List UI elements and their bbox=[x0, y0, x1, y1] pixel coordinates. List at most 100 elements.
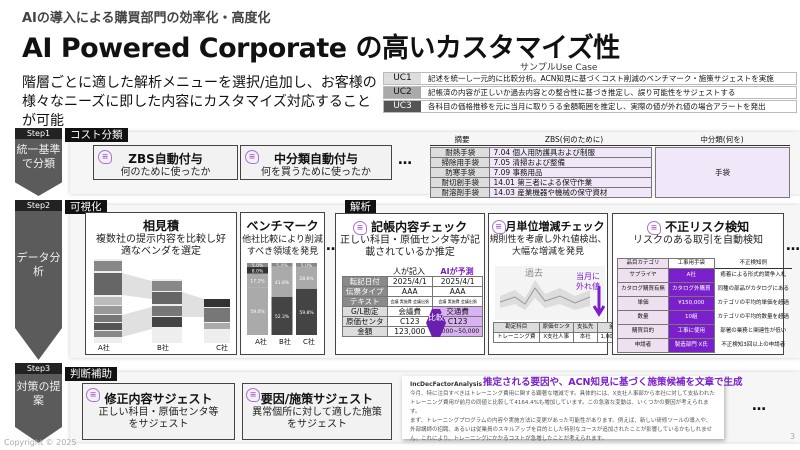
cell: 転記日付 bbox=[342, 276, 388, 287]
cell: カタログ外購買 bbox=[668, 282, 715, 297]
card-desc: 複数社の提示内容を比較し好適なベンダを選定 bbox=[96, 234, 226, 257]
cell: A社 bbox=[668, 268, 715, 283]
cell: サプライヤ bbox=[616, 268, 670, 283]
cell: 123,000 bbox=[386, 326, 434, 337]
generated-text-card: IncDecFactorAnalysis 今月、特に注目すべきはトレーニング費用… bbox=[402, 376, 724, 442]
page-subtitle: AIの導入による購買部門の効率化・高度化 bbox=[22, 11, 271, 26]
step-label: Step3 bbox=[15, 363, 62, 374]
bench-bar-segment bbox=[296, 263, 317, 267]
bench-data-label: 59.8% bbox=[299, 310, 314, 316]
card-title: 相見積 bbox=[142, 219, 179, 233]
card-desc: リスクのある取引を自動検知 bbox=[633, 235, 763, 246]
cell: 10組 bbox=[668, 310, 715, 325]
cell: 伝票タイプ bbox=[342, 286, 388, 297]
card-desc: 正しい科目・原価センタ等をサジェスト bbox=[98, 407, 219, 430]
seg bbox=[94, 261, 122, 271]
page-title: AI Powered Corporate の高いカスタマイズ性 bbox=[22, 33, 620, 64]
cell: 2025/4/1 bbox=[432, 276, 484, 287]
zbs-card[interactable]: ≡ZBS自動付与何のために使ったか bbox=[93, 145, 238, 180]
cost-class-tag: コスト分類 bbox=[65, 128, 128, 142]
card-desc: 他社比較により削減すべき領域を発見 bbox=[242, 235, 323, 257]
x-label: C社 bbox=[303, 338, 315, 346]
cell: 支払先 bbox=[573, 322, 598, 333]
cell: 本社 bbox=[573, 332, 598, 343]
benchmark-card[interactable]: ベンチマーク 他社比較により削減すべき領域を発見 5.0%8.0%17.2%59… bbox=[240, 212, 325, 355]
cell: AAA bbox=[386, 286, 434, 297]
fix-suggest-card[interactable]: ≡修正内容サジェスト正しい科目・原価センタ等をサジェスト bbox=[82, 383, 235, 440]
x-label: C社 bbox=[216, 344, 228, 352]
gen-heading: 推定される要因や、ACN知見に基づく施策候補を文章で生成 bbox=[483, 377, 743, 388]
card-title: ベンチマーク bbox=[246, 219, 319, 233]
step-label: Step1 bbox=[15, 128, 62, 139]
ai-head-icon: ≡ bbox=[352, 220, 367, 235]
uc-text: 記述を統一し一元的に比較分析。ACN知見に基づくコスト削減のベンチマーク・施策サ… bbox=[428, 74, 774, 83]
midclass-card[interactable]: ≡中分類自動付与何を買うために使ったか bbox=[240, 145, 392, 180]
uc-id: UC1 bbox=[384, 73, 422, 84]
cell: トレーニング費 bbox=[493, 332, 540, 343]
bench-bar-segment bbox=[247, 287, 268, 335]
fraud-card[interactable]: ≡ 不正リスク検知 リスクのある取引を自動検知 品目カテゴリ工事用手袋不正検知例… bbox=[612, 213, 793, 355]
more-dots: … bbox=[398, 152, 412, 168]
cell: 同種の部品がカタログにある bbox=[717, 286, 790, 292]
card-title: 中分類自動付与 bbox=[273, 152, 358, 166]
cause-suggest-card[interactable]: ≡要因/施策サジェスト異常個所に対して適した施策をサジェスト bbox=[242, 383, 392, 440]
uc-id: UC2 bbox=[384, 87, 422, 98]
cell: 会議費 bbox=[386, 306, 434, 317]
cell: 不正検知例 bbox=[714, 258, 793, 269]
bench-data-label: 5.0% bbox=[252, 263, 264, 269]
col-header: AIが予測 bbox=[440, 267, 474, 276]
lead-text: 階層ごとに適した解析メニューを選択/追加し、お客様の様々なニーズに即した内容にカ… bbox=[22, 75, 377, 129]
cell: 申請者 bbox=[616, 338, 670, 353]
cell: 部署の業務と関連性が低い bbox=[720, 328, 787, 334]
monthly-check-card[interactable]: ≡月単位増減チェック 規則性を考慮し外れ値検出、大幅な増減を発見 過去 当月に外… bbox=[488, 213, 633, 355]
visualize-tag: 可視化 bbox=[65, 200, 107, 214]
cell: 14.03 産業機器や機械の保守資材 bbox=[489, 187, 652, 198]
bench-bar-segment bbox=[296, 288, 317, 335]
card-title: 記帳内容チェック bbox=[371, 220, 468, 234]
bench-data-label: 5.0% bbox=[301, 263, 313, 269]
merged-cell: 手袋 bbox=[655, 147, 790, 198]
ai-head-icon: ≡ bbox=[86, 388, 100, 402]
cell: 癒着による形式的競争入札 bbox=[720, 272, 787, 279]
use-case-label: サンプルUse Case bbox=[520, 63, 598, 73]
cell: C123 bbox=[386, 316, 434, 327]
bench-data-label: 59.0% bbox=[250, 309, 265, 315]
step-title: データ分析 bbox=[16, 251, 61, 278]
cell: 会議 実施費 会議出張 bbox=[386, 296, 434, 307]
cell: カタログ購買有無 bbox=[616, 282, 670, 297]
analysis-tag: 解析 bbox=[345, 200, 376, 214]
outlier-label: 当月に外れ値 bbox=[576, 272, 600, 291]
cell: AAA bbox=[432, 286, 484, 297]
ai-head-icon: ≡ bbox=[245, 150, 259, 164]
bench-data-label: 28.6% bbox=[299, 276, 314, 282]
ai-head-icon: ≡ bbox=[246, 388, 260, 402]
cell: 会議 実施費 会議出張 bbox=[432, 296, 484, 307]
cell: 2025/4/1 bbox=[386, 276, 434, 287]
cell: 単価 bbox=[616, 296, 670, 311]
uc-text: 記帳済の内容が正しいか過去内容との整合性に基づき推定し、誤り可能性をサジェストす… bbox=[428, 88, 736, 97]
card-title: 不正リスク検知 bbox=[665, 220, 750, 234]
bench-data-label: 8.0% bbox=[252, 268, 264, 274]
cell: 原価センタ bbox=[538, 322, 575, 333]
cell: 14.01 第三者による保守作業 bbox=[489, 177, 652, 188]
cell: 工事に使用 bbox=[668, 324, 715, 339]
step-title: 統一基準で分類 bbox=[16, 143, 61, 170]
uc-id: UC3 bbox=[384, 101, 422, 112]
cell: 7.09 事務用品 bbox=[489, 167, 652, 178]
page-number: 3 bbox=[790, 432, 796, 441]
col-header: ZBS(何のために) bbox=[544, 135, 604, 144]
cell: 原価センタ bbox=[342, 316, 388, 327]
cell: 品目カテゴリ bbox=[616, 258, 670, 269]
cell: テキスト bbox=[342, 296, 388, 307]
bench-bar-segment bbox=[271, 263, 293, 267]
app-name: IncDecFactorAnalysis bbox=[410, 381, 483, 388]
x-label: B社 bbox=[279, 338, 291, 346]
bench-data-label: 41.8% bbox=[275, 280, 290, 286]
decision-tag: 判断補助 bbox=[65, 367, 117, 381]
use-case-row: UC1 記述を統一し一元的に比較分析。ACN知見に基づくコスト削減のベンチマーク・… bbox=[383, 72, 797, 85]
cell: 7.05 清掃および整備 bbox=[489, 157, 652, 168]
